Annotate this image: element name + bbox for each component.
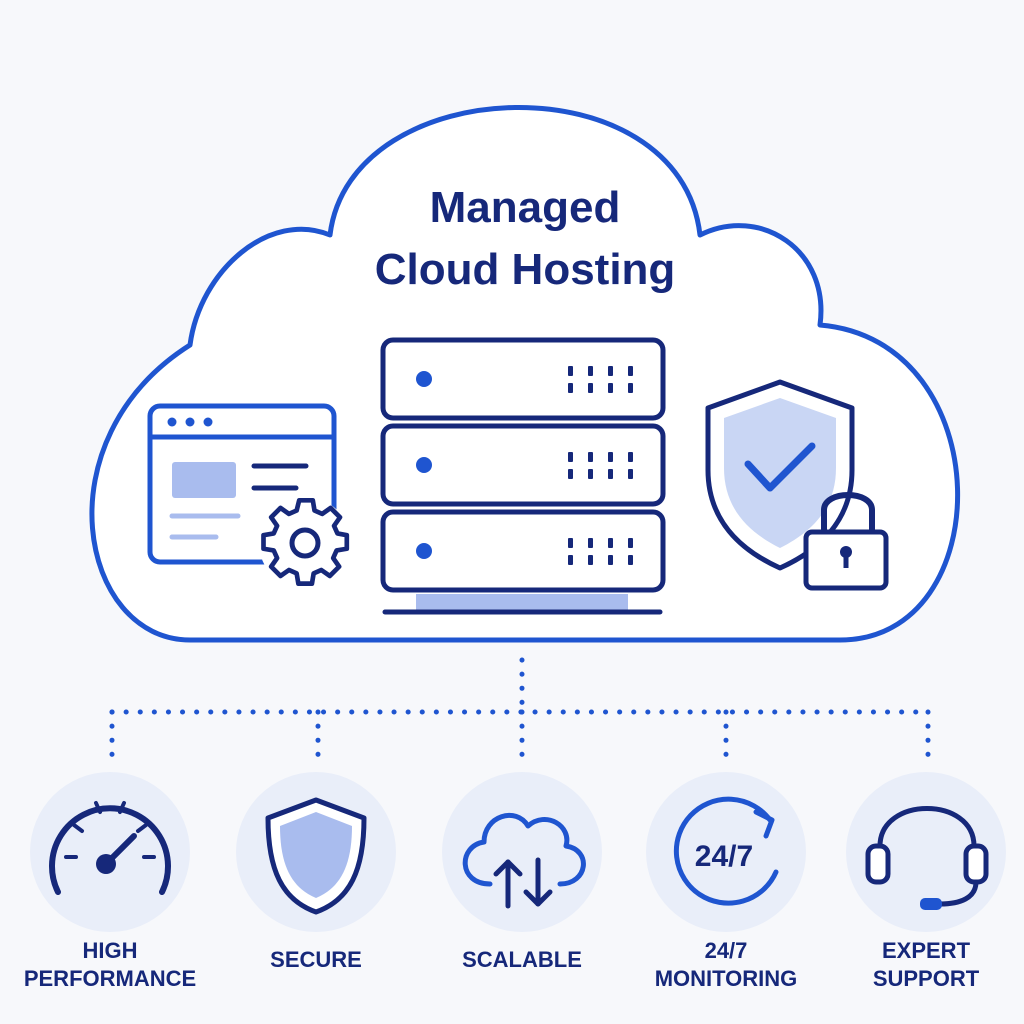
feature-high-performance: HIGH PERFORMANCE [24,772,196,991]
feature-expert-support: EXPERT SUPPORT [846,772,1006,991]
svg-text:24/7: 24/7 [695,840,753,873]
server-vents [568,366,633,565]
svg-text:SECURE: SECURE [270,947,362,972]
speedometer-icon [49,801,171,895]
svg-text:EXPERT: EXPERT [882,938,971,963]
feature-secure: SECURE [236,772,396,972]
diagram-title-line2: Cloud Hosting [375,245,676,294]
feature-monitoring: 24/7 24/7 MONITORING [646,772,806,991]
svg-text:SCALABLE: SCALABLE [462,947,582,972]
dotted-connector-lines [109,657,931,763]
clock-24-7-icon: 24/7 [673,796,779,906]
cloud-sync-icon [462,813,586,909]
checkmark-icon [744,442,816,492]
server-rack-icon [380,337,666,615]
headset-icon [865,806,989,910]
svg-text:PERFORMANCE: PERFORMANCE [24,966,196,991]
gear-icon [259,497,351,589]
svg-text:HIGH: HIGH [83,938,138,963]
svg-text:SUPPORT: SUPPORT [873,966,980,991]
svg-text:MONITORING: MONITORING [655,966,798,991]
diagram-title-line1: Managed [430,183,621,232]
shield-icon [265,797,367,915]
shield-lock-icon [705,379,889,591]
feature-scalable: SCALABLE [442,772,602,972]
padlock-icon [803,492,889,591]
server-unit-lights [416,371,432,559]
svg-text:24/7: 24/7 [705,938,748,963]
